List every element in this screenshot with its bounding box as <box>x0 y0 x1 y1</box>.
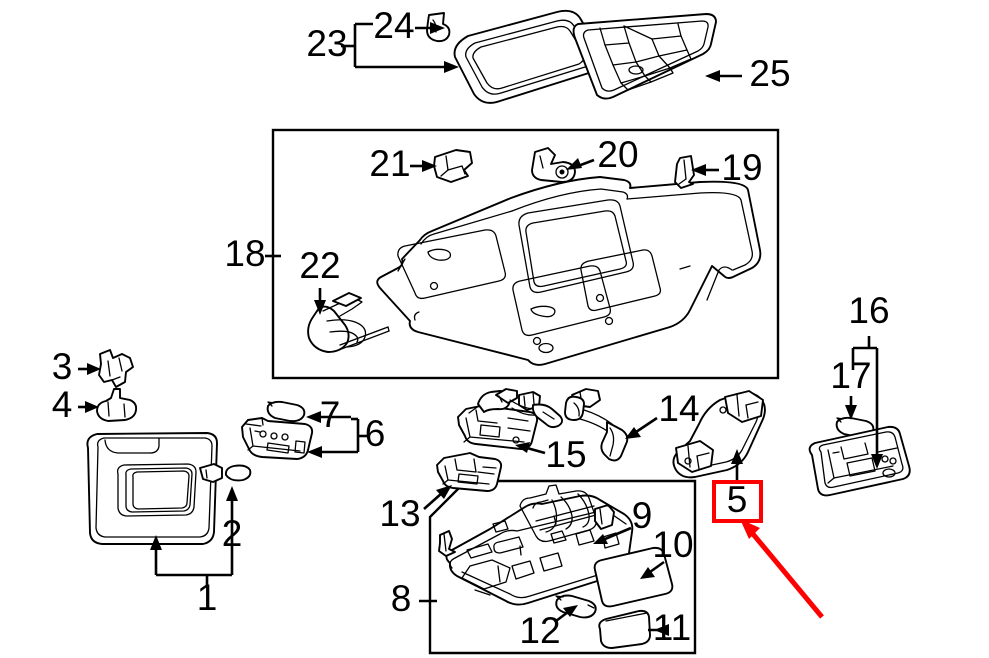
overhead-console-body-part <box>438 484 634 606</box>
console-lens-large-part <box>593 546 674 608</box>
callout-11: 11 <box>653 607 691 648</box>
callout-9-leader <box>593 526 632 544</box>
callout-10: 10 <box>652 524 693 565</box>
headliner-retainer-clip-part <box>674 155 695 189</box>
control-module-harness-part <box>457 388 564 450</box>
callout-2: 2 <box>222 513 243 554</box>
sun-visor-part <box>86 432 223 545</box>
callout-21-leader <box>410 160 437 172</box>
assist-grip-handle-part <box>672 390 766 479</box>
callout-17: 17 <box>830 355 871 396</box>
callout-11-leader <box>648 624 669 636</box>
callout-12: 12 <box>519 610 560 651</box>
callout-23: 23 <box>306 23 347 64</box>
callout-4: 4 <box>52 384 73 425</box>
callout-9: 9 <box>632 495 653 536</box>
map-lamp-body-part <box>808 425 911 497</box>
callout-5-leader <box>731 449 743 482</box>
callout-13: 13 <box>379 493 420 534</box>
callout-14-leader <box>625 416 658 439</box>
visor-pivot-bracket-part <box>98 349 134 388</box>
headliner-panel-box <box>271 128 780 380</box>
headliner-anchor-bracket-part <box>531 147 576 183</box>
callout-23-bracket <box>341 22 459 73</box>
callout-7: 7 <box>320 394 341 435</box>
visor-clip-cover-part <box>224 464 252 482</box>
callout-22-leader <box>314 288 326 315</box>
callout-16-bracket <box>851 336 883 469</box>
callout-3-leader <box>78 363 101 375</box>
wiring-connector-lead-part <box>564 388 629 462</box>
callout-6: 6 <box>365 413 386 454</box>
callout-3: 3 <box>52 346 73 387</box>
callout-25: 25 <box>749 53 790 94</box>
callout-19-leader <box>691 164 719 176</box>
callout-15: 15 <box>545 434 586 475</box>
visor-support-hook-part <box>96 388 138 422</box>
dome-lamp-bulb-part <box>266 400 306 423</box>
callout-22: 22 <box>299 245 340 286</box>
callout-14: 14 <box>658 388 699 429</box>
switch-module-part <box>436 452 503 492</box>
callout-19: 19 <box>721 147 762 188</box>
callout-8: 8 <box>391 578 412 619</box>
callout-1: 1 <box>197 577 218 618</box>
headliner-part <box>376 176 762 366</box>
highlight-arrow-head <box>740 519 760 539</box>
callout-18: 18 <box>224 233 265 274</box>
overhead-console-panel-box <box>428 479 697 655</box>
callout-5: 5 <box>727 479 748 520</box>
callout-15-leader <box>515 442 546 455</box>
callout-1-bracket <box>150 535 234 586</box>
roof-grille-panel-part <box>572 13 717 100</box>
callout-2-leader <box>226 486 238 552</box>
highlight-box <box>712 480 763 523</box>
callout-25-leader <box>705 70 742 82</box>
callout-20: 20 <box>597 134 638 175</box>
callout-20-leader <box>566 158 595 170</box>
dome-lamp-body-part <box>241 417 314 460</box>
callout-7-leader <box>306 411 351 423</box>
callout-16: 16 <box>848 290 889 331</box>
console-lens-small-part <box>598 609 651 649</box>
callout-6-bracket <box>307 417 368 458</box>
highlight-annotation <box>712 480 824 619</box>
headliner-clip-part <box>433 149 473 183</box>
grab-handle-spring-part <box>307 292 390 353</box>
highlight-arrow-shaft <box>746 526 824 619</box>
callout-4-leader <box>78 401 99 413</box>
callout-12-leader <box>555 605 578 623</box>
callout-21: 21 <box>369 143 410 184</box>
callout-24: 24 <box>373 5 414 46</box>
callout-17-leader <box>845 396 857 420</box>
callout-10-leader <box>640 560 665 579</box>
callout-13-leader <box>423 485 452 510</box>
